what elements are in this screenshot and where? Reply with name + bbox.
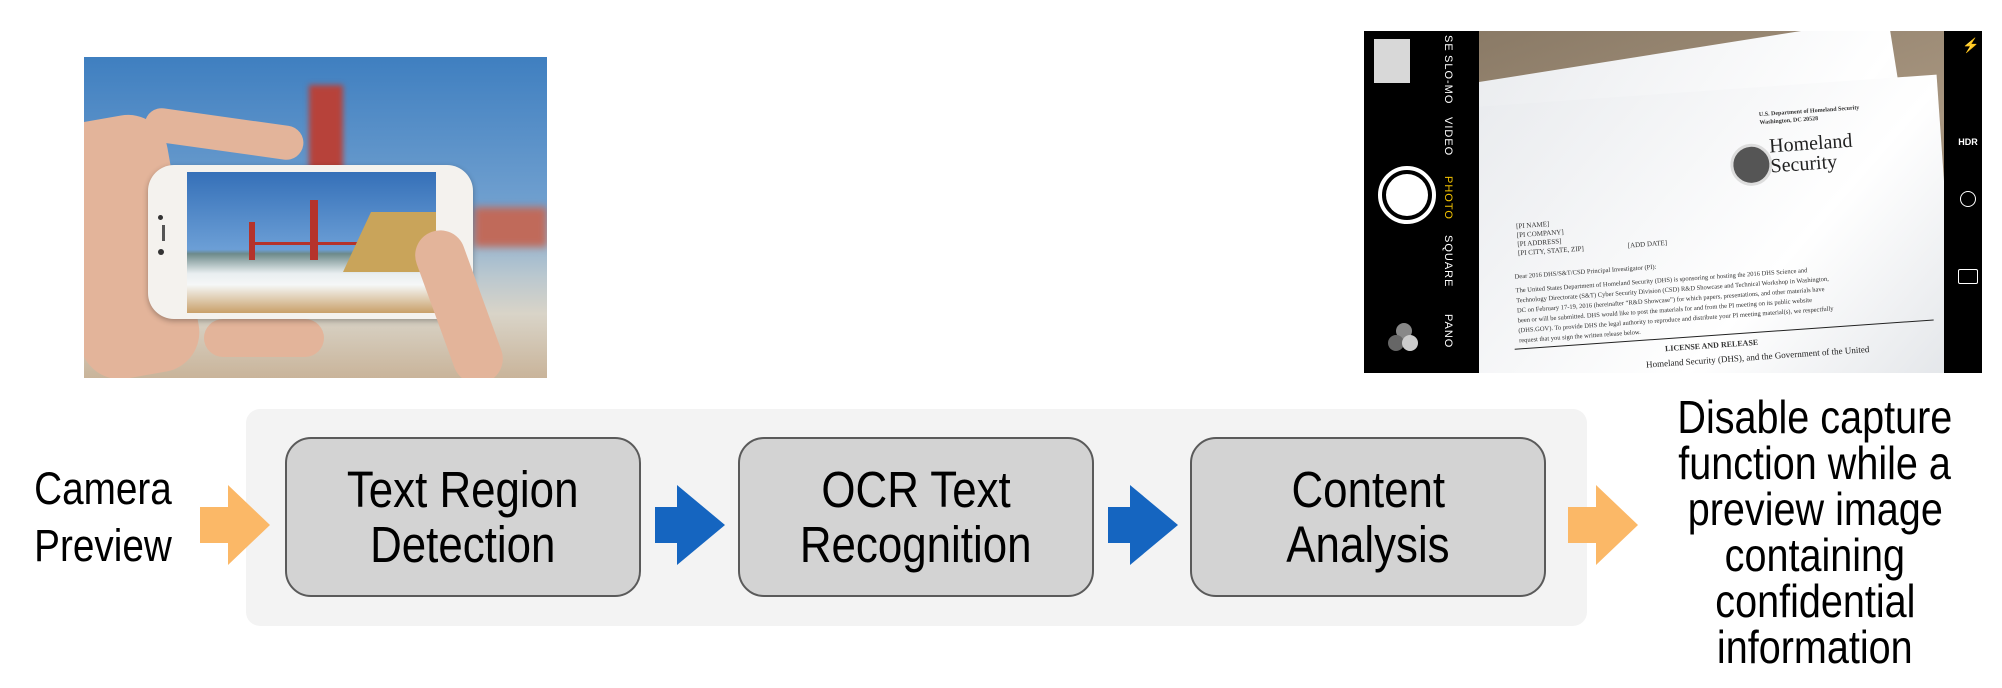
input-arrow [200,485,270,565]
camera-app-screenshot: SE SLO-MO VIDEO PHOTO SQUARE PANO U.S. D… [1364,31,1982,373]
timer-icon[interactable] [1960,191,1976,207]
document-preview: U.S. Department of Homeland Security Was… [1479,31,1944,373]
paper-front: U.S. Department of Homeland Security Was… [1479,74,1944,373]
mode-slo-mo[interactable]: SLO-MO [1442,55,1454,105]
mode-photo[interactable]: PHOTO [1442,176,1454,220]
photo-hands-holding-phone [84,57,547,378]
bridge-deck [252,242,392,245]
bridge-tower-far [249,222,255,260]
flash-icon[interactable]: ⚡ [1962,37,1980,53]
switch-camera-icon[interactable] [1958,269,1978,284]
step-label: Analysis [1286,516,1450,573]
mode-pano[interactable]: PANO [1442,314,1454,349]
step-label: Recognition [800,516,1032,573]
step-arrow-shape [1108,485,1178,565]
filters-icon[interactable] [1388,323,1422,357]
step-label: Text Region [347,461,579,518]
bridge-tower [310,200,318,260]
mode-video[interactable]: VIDEO [1442,117,1454,157]
camera-right-bar: ⚡ HDR [1954,31,1982,373]
step-arrow-2 [1108,485,1178,565]
step-label: Content [1291,461,1445,518]
input-label-text: Camera Preview [34,463,172,571]
output-line: preview image [1687,483,1943,535]
output-line: information [1717,621,1913,673]
input-label-camera-preview: Camera Preview [8,460,198,574]
step-label: OCR Text [821,461,1011,518]
step-arrow-shape [655,485,725,565]
last-photo-thumbnail[interactable] [1374,39,1410,83]
hdr-toggle[interactable]: HDR [1958,137,1978,147]
output-line: Disable capture [1677,391,1953,443]
phone-camera-dot [158,215,163,220]
shutter-inner [1386,174,1428,216]
logo-line2: Security [1769,150,1838,178]
input-arrow-shape [200,485,270,565]
shutter-button[interactable] [1378,166,1436,224]
output-arrow [1568,485,1638,565]
blurred-building [474,207,547,247]
phone-screen-bridge-photo [187,172,436,313]
step-label: Detection [370,516,556,573]
phone-speaker [162,225,165,241]
output-line: function while a [1678,437,1952,489]
dhs-seal-icon [1728,142,1774,188]
mode-se[interactable]: SE [1442,35,1454,52]
output-description: Disable capture function while a preview… [1640,394,1990,670]
mode-square[interactable]: SQUARE [1442,235,1454,288]
output-line: containing [1724,529,1906,581]
output-line: confidential [1714,575,1916,627]
left-thumb [204,319,324,357]
phone-sensor-dot [158,249,164,255]
output-arrow-shape [1568,485,1638,565]
doc-date: [ADD DATE] [1627,238,1668,250]
doc-section-title: LICENSE AND RELEASE [1664,337,1759,354]
step-arrow-1 [655,485,725,565]
